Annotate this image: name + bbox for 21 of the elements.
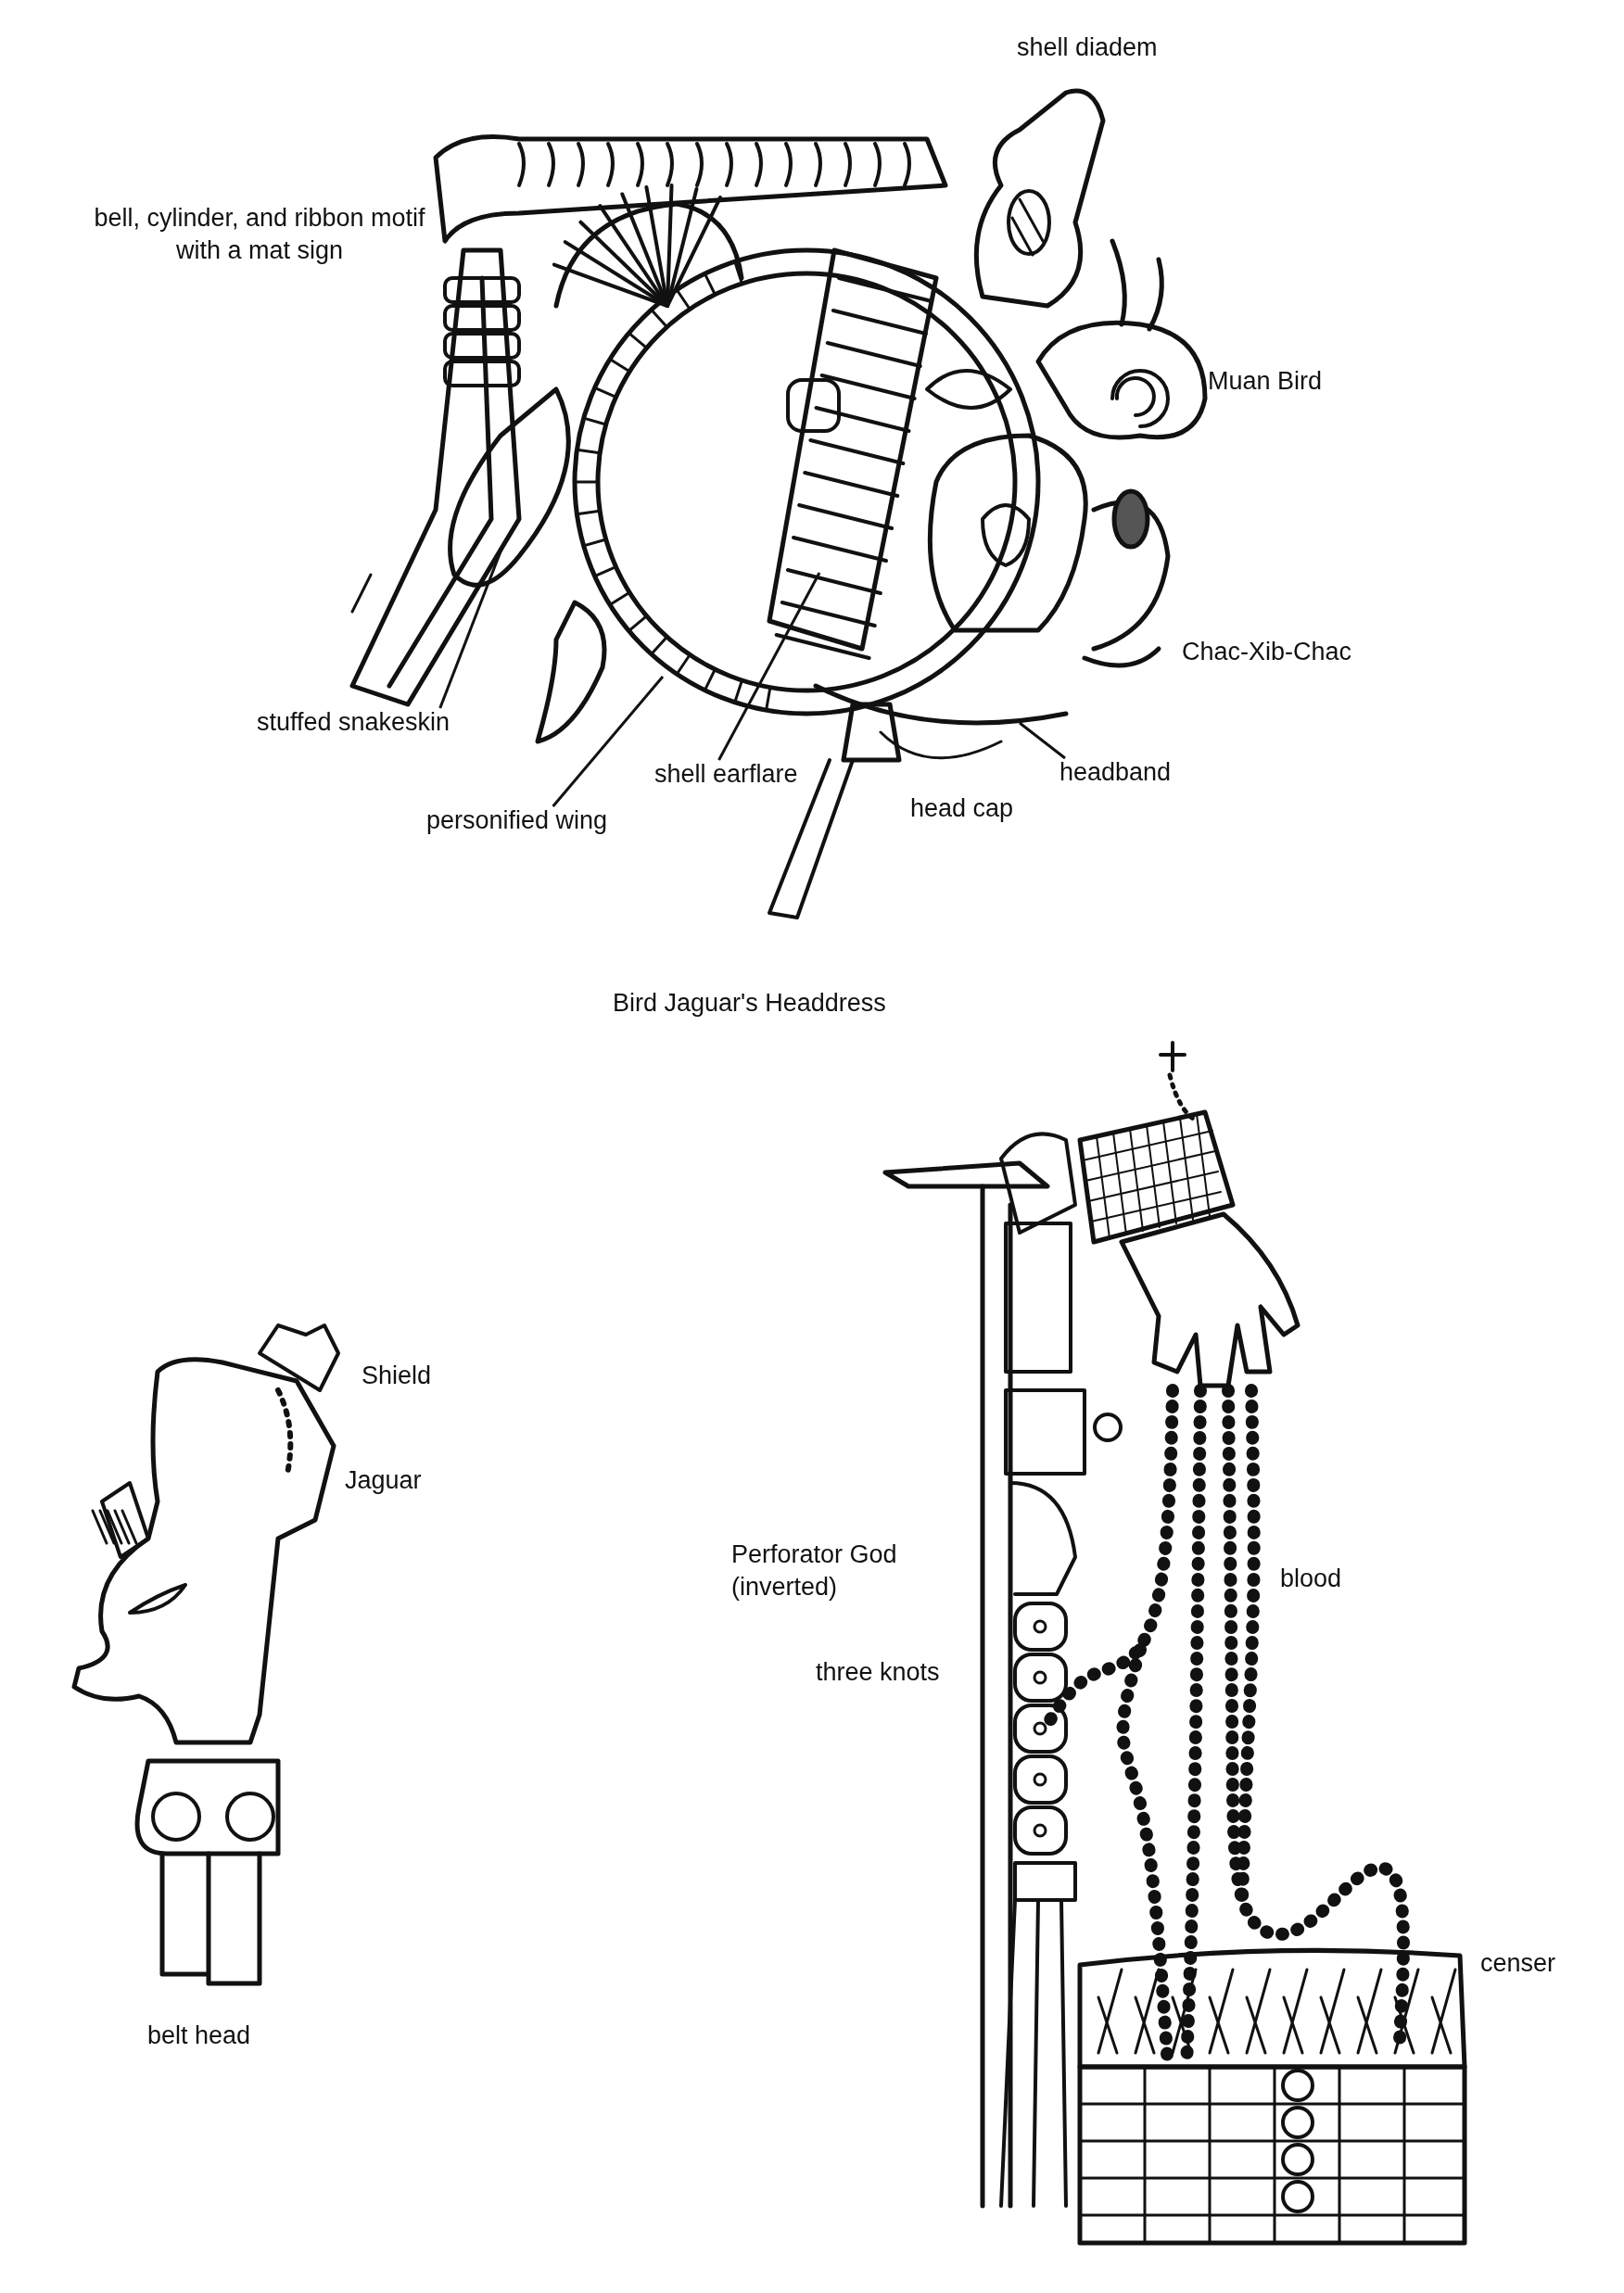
part-label: Jaguar — [345, 1465, 422, 1496]
callout-label: headband — [1059, 756, 1172, 790]
part-label: blood — [1280, 1564, 1342, 1594]
callout-label: stuffed snakeskin — [257, 706, 450, 740]
leader-line — [1019, 721, 1066, 760]
callout-label: personified wing — [426, 804, 608, 838]
part-label: Perforator God (inverted) — [731, 1539, 898, 1603]
part-label: bell, cylinder, and ribbon motif with a mat sign — [93, 203, 426, 267]
figure-caption: belt head — [147, 2021, 251, 2051]
part-label: censer — [1480, 1948, 1556, 1979]
callout-label: shell earflare — [654, 758, 798, 792]
part-label: Chac-Xib-Chac — [1182, 637, 1352, 667]
part-label: three knots — [816, 1657, 940, 1688]
part-label: head cap — [910, 793, 1014, 824]
figure-caption: Bird Jaguar's Headdress — [613, 988, 886, 1019]
part-label: Shield — [362, 1361, 432, 1391]
leader-line — [438, 546, 504, 709]
leader-line — [552, 676, 665, 807]
leader-line — [717, 572, 821, 761]
part-label: Muan Bird — [1208, 366, 1323, 397]
part-label: shell diadem — [1017, 32, 1158, 63]
